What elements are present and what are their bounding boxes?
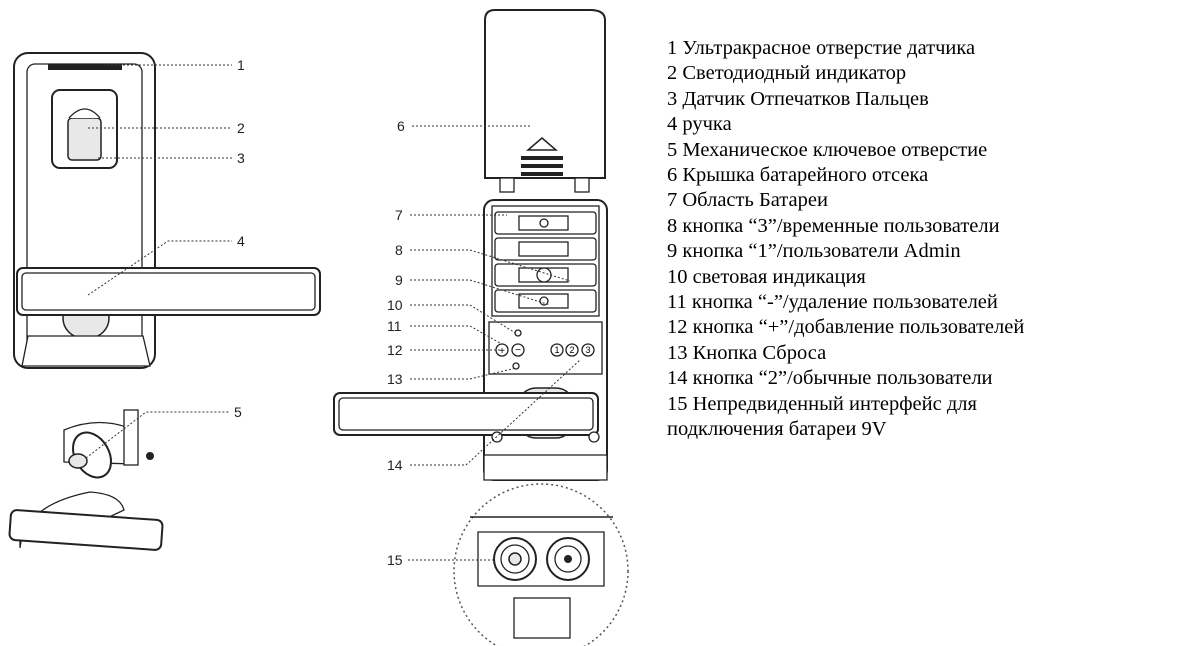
battery-interface-detail — [453, 483, 629, 646]
callout-3: 3 — [237, 150, 245, 166]
led-indicator — [67, 117, 102, 161]
callout-numbers: 1 2 3 4 5 6 7 8 9 10 11 12 13 14 15 — [234, 57, 405, 568]
legend-item-9: 9 кнопка “1”/пользователи Admin — [667, 240, 961, 263]
legend-item-13: 13 Кнопка Сброса — [667, 341, 827, 364]
rear-view: + − 1 2 3 — [333, 9, 629, 646]
callout-6: 6 — [397, 118, 405, 134]
legend-item-4: 4 ручка — [667, 113, 732, 136]
legend-item-7: 7 Область Батареи — [667, 189, 828, 212]
reset-button — [512, 362, 520, 370]
legend-item-14: 14 кнопка “2”/обычные пользователи — [667, 367, 993, 390]
callout-4: 4 — [237, 233, 245, 249]
callout-12: 12 — [387, 342, 403, 358]
legend-item-5: 5 Механическое ключевое отверстие — [667, 138, 988, 161]
battery-cells — [494, 211, 597, 313]
svg-text:−: − — [515, 345, 521, 356]
legend-item-8: 8 кнопка “3”/временные пользователи — [667, 214, 1000, 237]
svg-text:+: + — [499, 346, 505, 357]
callout-7: 7 — [395, 207, 403, 223]
callout-10: 10 — [387, 297, 403, 313]
callout-14: 14 — [387, 457, 403, 473]
legend-item-10: 10 световая индикация — [667, 265, 866, 288]
button-3-label: 3 — [585, 345, 590, 355]
key-hole — [68, 453, 88, 469]
battery-cover — [484, 9, 606, 179]
legend-item-12: 12 кнопка “+”/добавление пользователей — [667, 316, 1025, 339]
legend-item-6: 6 Крышка батарейного отсека — [667, 164, 929, 187]
legend-item-1: 1 Ультракрасное отверстие датчика — [667, 37, 976, 59]
legend-item-15: 15 Непредвиденный интерфейс для — [667, 392, 977, 415]
callout-8: 8 — [395, 242, 403, 258]
callout-2: 2 — [237, 120, 245, 136]
legend-item-15-continued: подключения батареи 9V — [667, 418, 887, 441]
callout-11: 11 — [387, 318, 402, 334]
minus-button — [511, 343, 525, 357]
leader-lines — [85, 64, 581, 561]
legend-item-2: 2 Светодиодный индикатор — [667, 62, 907, 85]
legend-item-3: 3 Датчик Отпечатков Пальцев — [667, 87, 929, 110]
parts-legend: 1 Ультракрасное отверстие датчика 2 Свет… — [667, 36, 1024, 443]
button-1-label: 1 — [554, 345, 559, 355]
callout-5: 5 — [234, 404, 242, 420]
callout-13: 13 — [387, 371, 403, 387]
callout-9: 9 — [395, 272, 403, 288]
legend-item-11: 11 кнопка “-”/удаление пользователей — [667, 291, 998, 314]
key-cylinder-detail — [8, 409, 164, 551]
callout-15: 15 — [387, 552, 403, 568]
front-view — [8, 52, 321, 551]
button-2-label: 2 — [569, 345, 574, 355]
callout-1: 1 — [237, 57, 245, 73]
ir-sensor-slot — [48, 64, 122, 70]
